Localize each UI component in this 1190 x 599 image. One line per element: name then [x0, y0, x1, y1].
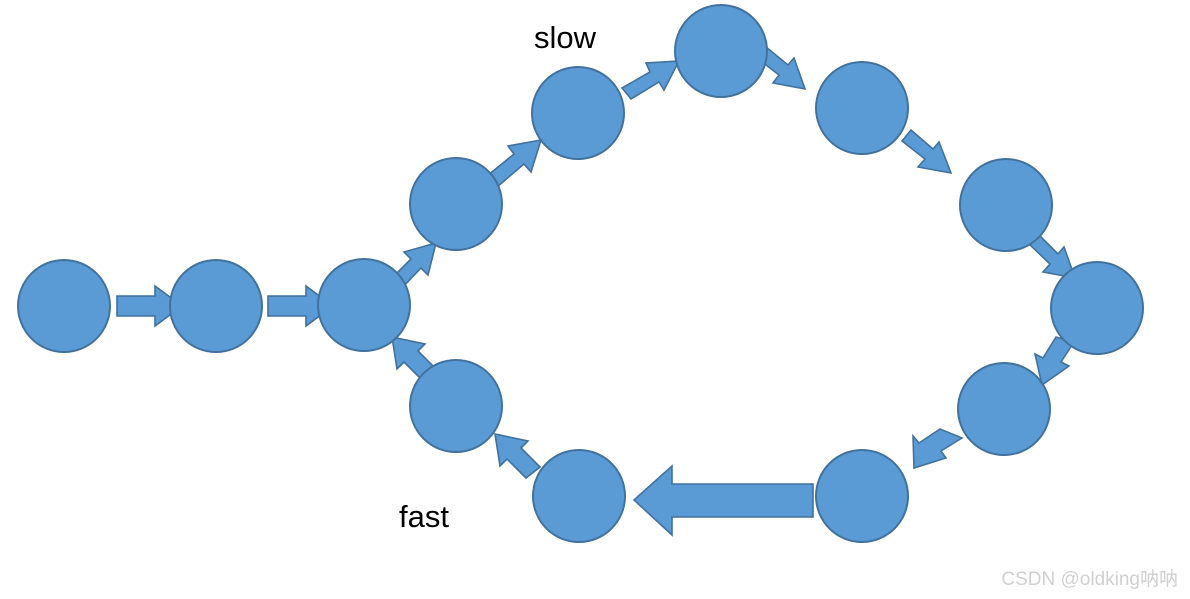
- edge-n8-n9: [1027, 232, 1077, 280]
- edge-n12-n13: [494, 432, 542, 480]
- edge-n11-n12: [632, 464, 814, 537]
- edge-n4-n5: [485, 138, 543, 189]
- edge-n9-n10: [1033, 336, 1076, 387]
- node-13[interactable]: [409, 359, 503, 453]
- node-4[interactable]: [409, 157, 503, 251]
- node-6-top[interactable]: [674, 4, 768, 98]
- fast-pointer-label: fast: [399, 499, 449, 534]
- node-9-right[interactable]: [1050, 261, 1144, 355]
- node-1[interactable]: [17, 259, 111, 353]
- node-7[interactable]: [815, 61, 909, 155]
- edge-n7-n8: [900, 128, 953, 175]
- edge-n5-n6: [620, 60, 681, 101]
- edge-n1-n2: [116, 284, 184, 328]
- csdn-watermark: CSDN @oldking呐呐: [1001, 569, 1178, 590]
- node-2[interactable]: [169, 259, 263, 353]
- node-3-junction[interactable]: [317, 258, 411, 352]
- node-8[interactable]: [959, 158, 1053, 252]
- node-5[interactable]: [531, 66, 625, 160]
- slow-pointer-label: slow: [534, 20, 597, 55]
- node-12[interactable]: [532, 449, 626, 543]
- node-10[interactable]: [957, 362, 1051, 456]
- node-11[interactable]: [815, 449, 909, 543]
- edge-n10-n11: [912, 428, 964, 470]
